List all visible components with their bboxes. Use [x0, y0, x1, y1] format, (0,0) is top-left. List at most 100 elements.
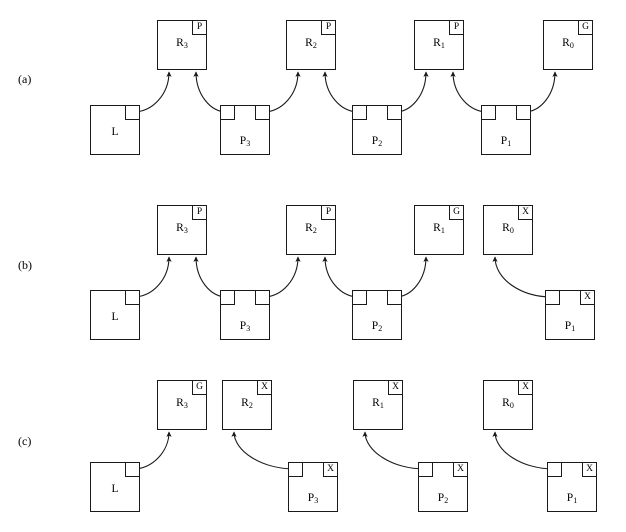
node-subscript: 0 [569, 41, 574, 51]
node-name: L [111, 483, 119, 495]
handle-slot-left [418, 462, 433, 477]
node-subscript: 1 [440, 226, 445, 236]
handle-slot-right [125, 105, 140, 120]
handle-slot-right [387, 290, 402, 305]
edge-arrow [492, 431, 555, 470]
handle-slot-left [220, 290, 235, 305]
node-label: P2 [353, 320, 401, 334]
node-name: L [111, 311, 119, 323]
node-label: L [91, 311, 139, 324]
node-subscript: 2 [312, 41, 317, 51]
node-label: R2 [223, 397, 271, 410]
process-node-c-p3: P3 X [288, 462, 338, 512]
process-node-b-l: L [90, 290, 140, 340]
node-name: P [371, 320, 379, 332]
state-tag: X [518, 380, 533, 395]
node-subscript: 1 [573, 496, 578, 506]
state-tag: P [321, 205, 336, 220]
node-name: P [500, 135, 508, 147]
node-subscript: 2 [444, 496, 449, 506]
node-label: P3 [221, 320, 269, 334]
node-name: P [239, 135, 247, 147]
handle-slot-left [288, 462, 303, 477]
handle-slot-right [387, 105, 402, 120]
row-label-b: (b) [18, 258, 32, 272]
state-tag: P [192, 20, 207, 35]
node-label: R0 [544, 37, 592, 51]
handle-slot-left [352, 105, 367, 120]
state-tag: P [192, 205, 207, 220]
node-label: P2 [353, 135, 401, 149]
process-node-c-p2: P2 X [418, 462, 468, 512]
process-node-a-p2: P2 [352, 105, 402, 155]
node-name: L [111, 126, 119, 138]
node-label: R3 [158, 222, 206, 235]
node-subscript: 3 [246, 324, 251, 334]
handle-slot-left [545, 290, 560, 305]
state-tag: P [449, 20, 464, 35]
handle-slot-right [516, 105, 531, 120]
handle-slot-right [255, 290, 270, 305]
node-name: P [437, 492, 445, 504]
handle-slot-right: X [323, 462, 338, 477]
node-subscript: 3 [246, 139, 251, 149]
process-node-a-p3: P3 [220, 105, 270, 155]
node-label: R3 [158, 37, 206, 51]
process-node-a-l: L [90, 105, 140, 155]
node-label: R2 [287, 222, 335, 235]
process-node-c-l: L [90, 462, 140, 512]
handle-slot-right: X [580, 290, 595, 305]
node-name: R [502, 222, 510, 234]
resource-node-b-r2: R2 P [286, 205, 336, 255]
state-tag: X [518, 205, 533, 220]
node-label: L [91, 483, 139, 496]
row-label-c: (c) [18, 434, 32, 448]
node-name: P [371, 135, 379, 147]
node-label: R1 [415, 37, 463, 50]
state-tag: G [192, 380, 207, 395]
resource-node-b-r3: R3 P [157, 205, 207, 255]
handle-slot-right [125, 462, 140, 477]
node-name: R [241, 397, 249, 409]
process-node-b-p3: P3 [220, 290, 270, 340]
node-subscript: 3 [183, 41, 188, 51]
node-label: R0 [484, 397, 532, 410]
node-name: P [307, 492, 315, 504]
edge-arrow [362, 431, 426, 470]
edge-arrow [231, 431, 296, 470]
node-name: R [562, 37, 570, 49]
node-name: R [176, 37, 184, 49]
node-label: R2 [287, 37, 335, 51]
node-name: R [305, 37, 313, 49]
handle-slot-left [547, 462, 562, 477]
node-subscript: 2 [378, 324, 383, 334]
node-subscript: 1 [571, 324, 576, 334]
handle-slot-right: X [453, 462, 468, 477]
state-tag: P [321, 20, 336, 35]
handle-slot-left [220, 105, 235, 120]
node-label: R1 [354, 397, 402, 411]
node-subscript: 1 [379, 401, 384, 411]
node-name: P [566, 492, 574, 504]
node-subscript: 3 [314, 496, 319, 506]
row-label-a: (a) [18, 72, 32, 86]
node-subscript: 0 [509, 226, 514, 236]
node-name: R [176, 397, 184, 409]
node-name: R [176, 222, 184, 234]
node-subscript: 2 [378, 139, 383, 149]
handle-slot-right [255, 105, 270, 120]
resource-node-c-r0: R0 X [483, 380, 533, 430]
node-name: R [433, 37, 441, 49]
node-name: R [502, 397, 510, 409]
